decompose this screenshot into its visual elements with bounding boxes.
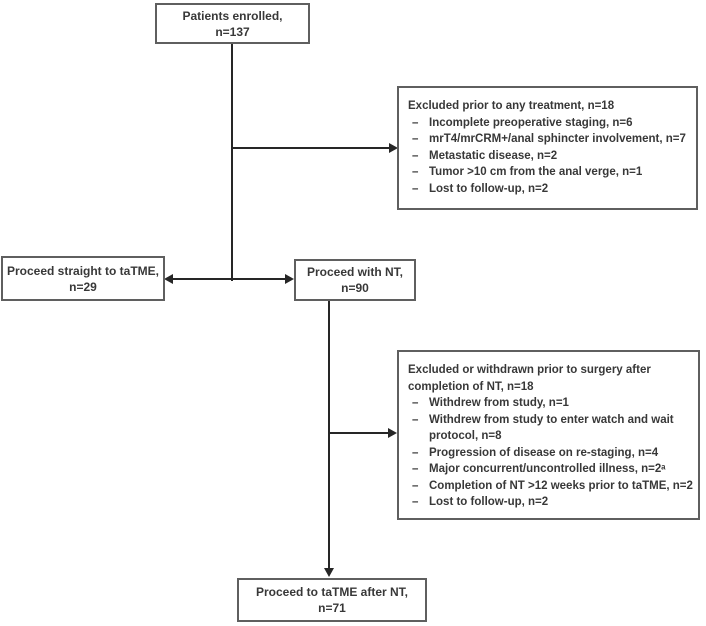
list-item-text: Tumor >10 cm from the anal verge, n=1	[429, 166, 643, 178]
box-proceed-nt: Proceed with NT, n=90	[294, 259, 416, 301]
list-item-text: Lost to follow-up, n=2	[429, 182, 549, 195]
box-proceed-nt-count: n=90	[341, 281, 369, 295]
list-item-text: Completion of NT >12 weeks prior to taTM…	[429, 479, 693, 492]
list-item: – Incomplete preoperative staging, n=6	[408, 115, 691, 132]
arrowhead-right-excluded-pre	[389, 143, 398, 153]
connector-to-excluded-post	[329, 432, 389, 434]
arrowhead-down-tatme-after-nt	[324, 568, 334, 577]
list-item: – Progression of disease on re-staging, …	[408, 445, 693, 462]
bullet-dash: –	[412, 166, 419, 178]
list-item-text: Metastatic disease, n=2	[429, 149, 558, 162]
connector-split-horizontal	[172, 278, 287, 280]
excluded-pre-title: Excluded prior to any treatment, n=18	[408, 100, 615, 112]
box-patients-enrolled-text: Patients enrolled,	[182, 8, 283, 23]
list-item: – Withdrew from study to enter watch and…	[408, 412, 693, 445]
arrowhead-right-proceed-nt	[285, 274, 294, 284]
bullet-dash: –	[412, 149, 419, 162]
box-tatme-after-nt: Proceed to taTME after NT, n=71	[237, 578, 427, 622]
list-item-text: Progression of disease on re-staging, n=…	[429, 446, 659, 459]
list-item: – Lost to follow-up, n=2	[408, 494, 693, 511]
box-excluded-pre-treatment: Excluded prior to any treatment, n=18 – …	[397, 86, 698, 210]
list-item-text: Withdrew from study, n=1	[429, 397, 569, 409]
list-item-text: Incomplete preoperative staging, n=6	[429, 116, 633, 129]
bullet-dash: –	[412, 182, 419, 195]
box-excluded-post-nt: Excluded or withdrawn prior to surgery a…	[397, 350, 700, 520]
list-item: – Major concurrent/uncontrolled illness,…	[408, 461, 693, 478]
excluded-post-title: Excluded or withdrawn prior to surgery a…	[408, 364, 651, 393]
box-proceed-nt-text: Proceed with NT,	[306, 265, 404, 279]
list-item-text: Lost to follow-up, n=2	[429, 496, 549, 508]
list-item-text: mrT4/mrCRM+/anal sphincter involvement, …	[429, 133, 686, 145]
box-proceed-straight-tatme-count: n=29	[69, 279, 97, 294]
box-patients-enrolled-count: n=137	[215, 24, 250, 39]
list-item: – Tumor >10 cm from the anal verge, n=1	[408, 164, 691, 181]
bullet-dash: –	[412, 463, 419, 475]
list-item-text: Major concurrent/uncontrolled illness, n…	[429, 463, 666, 475]
connector-enrolled-down	[231, 43, 233, 281]
list-item: – mrT4/mrCRM+/anal sphincter involvement…	[408, 131, 691, 148]
connector-to-excluded-pre	[232, 147, 390, 149]
bullet-dash: –	[412, 446, 419, 459]
arrowhead-left-straight-tatme	[164, 274, 173, 284]
arrowhead-right-excluded-post	[388, 428, 397, 438]
bullet-dash: –	[412, 479, 419, 492]
bullet-dash: –	[412, 397, 419, 409]
connector-nt-down	[328, 300, 330, 568]
box-tatme-after-nt-text: Proceed to taTME after NT,	[255, 585, 409, 599]
box-tatme-after-nt-count: n=71	[318, 601, 346, 615]
bullet-dash: –	[412, 133, 419, 145]
bullet-dash: –	[412, 116, 419, 129]
list-item: – Metastatic disease, n=2	[408, 148, 691, 165]
bullet-dash: –	[412, 413, 419, 426]
list-item-text: Withdrew from study to enter watch and w…	[429, 413, 674, 443]
box-patients-enrolled: Patients enrolled, n=137	[155, 3, 310, 44]
box-proceed-straight-tatme-text: Proceed straight to taTME,	[6, 263, 160, 278]
box-proceed-straight-tatme: Proceed straight to taTME, n=29	[1, 256, 165, 301]
list-item: – Withdrew from study, n=1	[408, 395, 693, 412]
list-item: – Lost to follow-up, n=2	[408, 181, 691, 198]
list-item: – Completion of NT >12 weeks prior to ta…	[408, 478, 693, 495]
bullet-dash: –	[412, 496, 419, 508]
